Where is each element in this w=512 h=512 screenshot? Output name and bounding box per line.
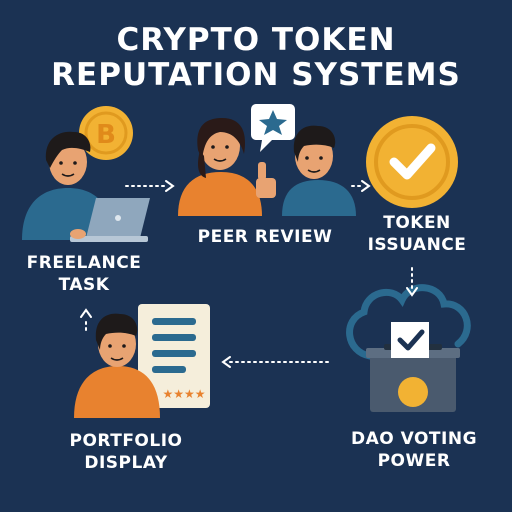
step-label-line: ISSUANCE xyxy=(367,235,467,255)
step-label-peer-review: PEER REVIEW xyxy=(190,226,340,248)
step-label-line: TASK xyxy=(58,275,110,295)
ballot-box-icon xyxy=(346,284,471,412)
step-label-freelance-task: FREELANCE TASK xyxy=(14,252,154,296)
portfolio-document-icon: ★★★★ xyxy=(138,304,210,408)
step-label-line: FREELANCE xyxy=(26,253,142,273)
arrows xyxy=(80,180,418,368)
step-label-line: DAO VOTING xyxy=(350,429,478,449)
checkmark-coin-icon xyxy=(366,116,458,208)
svg-text:★★★★: ★★★★ xyxy=(162,387,205,401)
diagram-title-line1: CRYPTO TOKEN xyxy=(116,22,396,58)
step-label-line: POWER xyxy=(377,451,451,471)
step-label-line: PORTFOLIO xyxy=(69,431,183,451)
portfolio-icon: ★★★★ xyxy=(74,304,210,418)
step-label-dao-voting-power: DAO VOTING POWER xyxy=(334,428,494,472)
step-label-line: TOKEN xyxy=(383,213,451,233)
diagram-title-line2: REPUTATION SYSTEMS xyxy=(51,57,461,93)
arrow-portfolio-to-task xyxy=(80,308,92,331)
step-label-portfolio-display: PORTFOLIO DISPLAY xyxy=(56,430,196,474)
freelancer-icon: B xyxy=(22,106,150,242)
svg-text:B: B xyxy=(96,120,116,150)
step-label-line: PEER REVIEW xyxy=(197,227,333,247)
bitcoin-coin-icon: B xyxy=(79,106,133,160)
star-bubble-icon xyxy=(251,104,295,152)
arrow-review-to-issuance xyxy=(351,180,371,192)
step-label-line: DISPLAY xyxy=(84,453,168,473)
arrow-issuance-to-dao xyxy=(406,267,418,297)
step-label-token-issuance: TOKEN ISSUANCE xyxy=(352,212,482,256)
thumbs-up-icon xyxy=(256,162,276,198)
arrow-dao-to-portfolio xyxy=(221,356,329,368)
laptop-icon xyxy=(70,198,150,242)
peer-review-icon xyxy=(178,104,356,216)
arrow-task-to-review xyxy=(125,180,175,192)
